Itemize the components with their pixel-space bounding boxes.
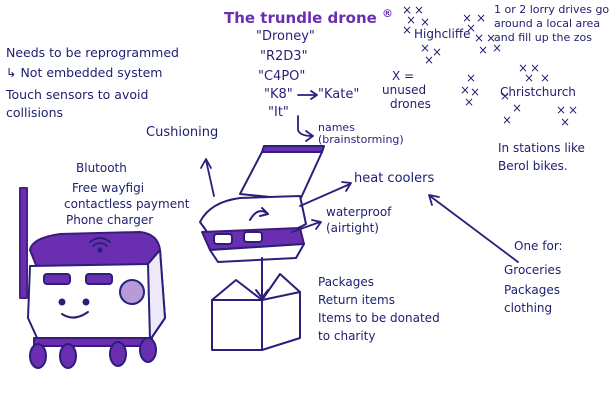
svg-text:×: ×	[406, 13, 416, 27]
one-for-line: clothing	[504, 301, 553, 315]
feature-line: Free wayfigi	[72, 181, 145, 195]
svg-text:×: ×	[492, 41, 502, 55]
name-option: "Droney"	[256, 29, 315, 44]
svg-text:×: ×	[464, 95, 474, 109]
lorry-line: around a local area	[494, 17, 601, 30]
waterproof-line: waterproof	[326, 205, 392, 219]
stations-line: Berol bikes.	[498, 159, 568, 173]
svg-text:×: ×	[414, 3, 424, 17]
registered-mark: ®	[382, 7, 394, 20]
svg-text:×: ×	[402, 23, 412, 37]
package-box-drawing	[211, 257, 301, 351]
lorry-line: and fill up the zos	[494, 31, 592, 44]
svg-text:×: ×	[402, 3, 412, 17]
open-drone-drawing	[199, 145, 325, 263]
unused-drone-marks: ×× ×× × ×× × ×× ×× ×× × ×× ×× ×× ×× ×× ×…	[402, 3, 578, 129]
stations-line: In stations like	[498, 141, 585, 155]
svg-text:×: ×	[466, 71, 476, 85]
packages-line: Items to be donated	[318, 311, 440, 325]
one-for-line: Groceries	[504, 263, 562, 277]
svg-text:×: ×	[518, 61, 528, 75]
svg-text:×: ×	[466, 21, 476, 35]
place-highcliffe: Highcliffe	[414, 27, 471, 41]
name-option: "K8"	[264, 87, 293, 102]
robot-drone-drawing	[19, 187, 166, 369]
place-christchurch: Christchurch	[500, 85, 576, 99]
svg-text:×: ×	[474, 31, 484, 45]
unused-legend-line: X =	[392, 69, 415, 83]
svg-text:×: ×	[568, 103, 578, 117]
svg-text:×: ×	[476, 11, 486, 25]
names-note: names (brainstorming)	[318, 121, 404, 146]
svg-text:×: ×	[478, 43, 488, 57]
title-text: The trundle drone	[224, 9, 377, 27]
antenna	[19, 187, 28, 299]
svg-text:×: ×	[556, 103, 566, 117]
name-option: "It"	[268, 105, 289, 120]
left-note-line: collisions	[6, 105, 64, 120]
cushioning-label: Cushioning	[146, 125, 219, 140]
svg-text:×: ×	[540, 71, 550, 85]
feature-line: contactless payment	[64, 197, 190, 211]
svg-text:×: ×	[462, 11, 472, 25]
one-for-line: One for:	[514, 239, 563, 253]
name-option: "Kate"	[318, 87, 360, 102]
waterproof-line: (airtight)	[326, 221, 379, 235]
one-for-line: Packages	[504, 283, 560, 297]
packages-line: Packages	[318, 275, 374, 289]
feature-line: Phone charger	[66, 213, 154, 227]
svg-text:×: ×	[470, 85, 480, 99]
left-note-line: Needs to be reprogrammed	[6, 45, 179, 60]
packages-line: Return items	[318, 293, 395, 307]
svg-text:×: ×	[502, 113, 512, 127]
svg-text:×: ×	[432, 45, 442, 59]
left-note-line: ↳ Not embedded system	[6, 65, 163, 80]
svg-text:×: ×	[530, 61, 540, 75]
svg-text:×: ×	[460, 83, 470, 97]
left-note-line: Touch sensors to avoid	[6, 87, 149, 102]
name-option: "C4PO"	[258, 69, 306, 84]
unused-legend-line: unused	[382, 83, 427, 97]
svg-text:×: ×	[560, 115, 570, 129]
svg-text:×: ×	[424, 53, 434, 67]
lorry-line: 1 or 2 lorry drives go	[494, 3, 609, 16]
diagram-title: The trundle drone ®	[224, 7, 394, 27]
unused-legend-line: drones	[390, 97, 431, 111]
svg-text:×: ×	[486, 31, 496, 45]
svg-text:×: ×	[524, 71, 534, 85]
packages-line: to charity	[318, 329, 376, 343]
svg-text:×: ×	[420, 41, 430, 55]
name-option: "R2D3"	[260, 49, 308, 64]
svg-text:×: ×	[420, 15, 430, 29]
heat-coolers-label: heat coolers	[354, 171, 435, 186]
svg-text:×: ×	[500, 89, 510, 103]
annotation-arrows	[200, 90, 519, 263]
feature-line: Blutooth	[76, 161, 127, 175]
svg-text:×: ×	[512, 101, 522, 115]
